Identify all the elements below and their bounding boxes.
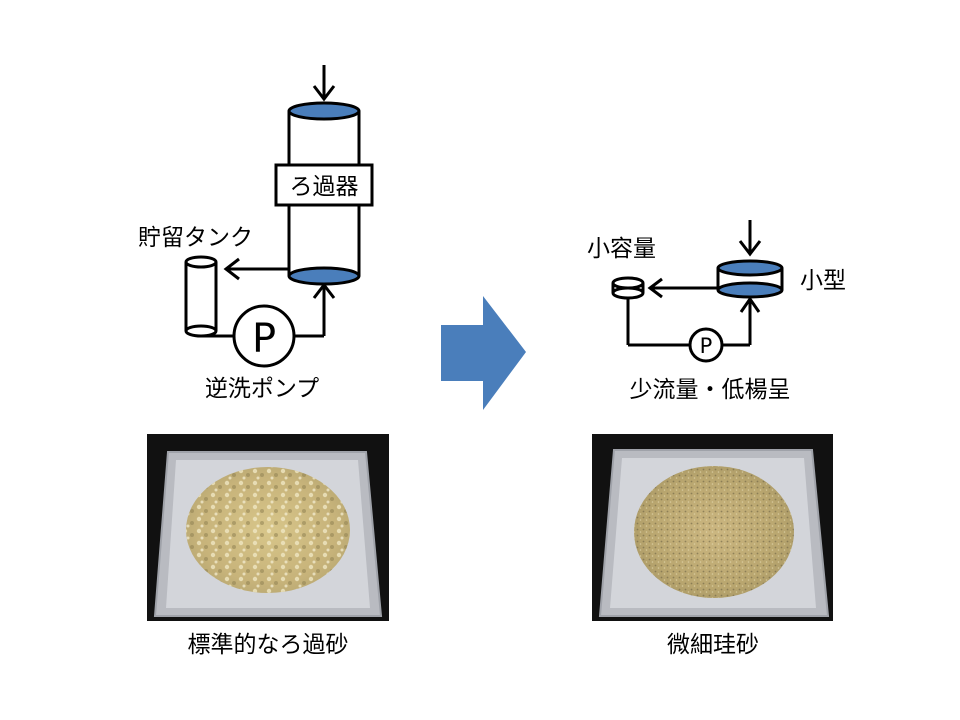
compact-system-caption: 少流量・低楊呈 bbox=[630, 377, 791, 403]
storage-tank-label: 貯留タンク bbox=[138, 225, 253, 251]
inlet-arrow-icon bbox=[738, 220, 762, 257]
water-surface-bottom bbox=[287, 266, 361, 286]
backwash-pump-label: 逆洗ポンプ bbox=[205, 376, 319, 402]
small-tank bbox=[611, 276, 645, 300]
svg-text:P: P bbox=[700, 334, 713, 358]
fine-sand-caption: 微細珪砂 bbox=[667, 632, 759, 658]
inlet-arrow-icon bbox=[312, 65, 336, 102]
right-arrow-icon bbox=[441, 296, 526, 410]
small-tank-label: 小容量 bbox=[587, 236, 656, 262]
backwash-pipe bbox=[626, 296, 761, 347]
backwash-pipe bbox=[201, 282, 336, 338]
fine-sand-photo bbox=[592, 434, 833, 621]
filter-label: ろ過器 bbox=[290, 174, 359, 200]
svg-text:P: P bbox=[252, 316, 276, 362]
discharge-arrow-icon bbox=[647, 277, 718, 299]
water-surface-bottom bbox=[716, 281, 784, 299]
backwash-pump-icon: P bbox=[232, 304, 296, 368]
compact-filter bbox=[716, 259, 784, 299]
storage-tank bbox=[184, 255, 218, 338]
standard-sand-caption: 標準的なろ過砂 bbox=[188, 632, 349, 658]
standard-sand-photo bbox=[147, 434, 389, 621]
filter-vessel: ろ過器 bbox=[274, 101, 374, 286]
compact-filter-label: 小型 bbox=[800, 268, 846, 294]
water-surface-top bbox=[287, 101, 361, 121]
filter-label-box bbox=[274, 163, 374, 207]
standard-filter-diagram: ろ過器 貯留タンク P 逆洗ポンプ bbox=[138, 65, 374, 402]
water-surface-top bbox=[716, 259, 784, 277]
backwash-pump-icon: P bbox=[688, 327, 724, 363]
discharge-arrow-icon bbox=[223, 257, 289, 281]
compact-filter-diagram: 小型 小容量 P 少流量・低楊呈 bbox=[587, 220, 846, 403]
